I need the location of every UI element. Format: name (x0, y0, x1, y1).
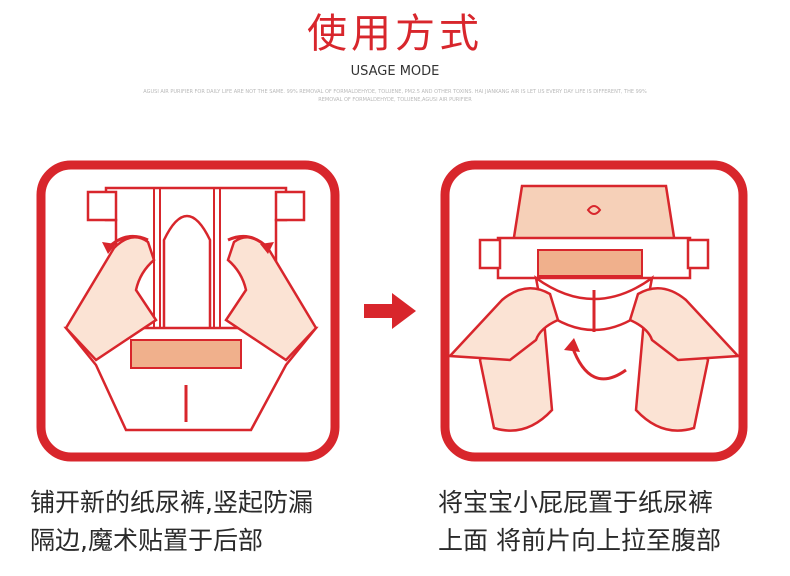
velcro-pad (130, 339, 242, 369)
right-hand-2 (628, 287, 741, 362)
leak-guard (162, 214, 212, 332)
step-1-line-2: 隔边,魔术贴置于后部 (30, 526, 263, 555)
step-1-illustration (36, 160, 340, 462)
step-2-caption: 将宝宝小屁屁置于纸尿裤 上面 将前片向上拉至腹部 (438, 484, 721, 560)
page-title: 使用方式 (307, 11, 483, 57)
fine-print-line-2: REMOVAL OF FORMALDEHYDE, TOLUENE,AGUSI A… (318, 97, 472, 103)
step-2-line-1: 将宝宝小屁屁置于纸尿裤 (438, 488, 714, 517)
page-subtitle: USAGE MODE (350, 64, 440, 79)
next-arrow-icon (364, 293, 416, 329)
step-1-caption: 铺开新的纸尿裤,竖起防漏 隔边,魔术贴置于后部 (30, 484, 313, 560)
step-2-illustration (440, 160, 748, 462)
tab-left (86, 190, 118, 222)
fine-print: AGUSI AIR PURIFIER FOR DAILY LIFE ARE NO… (140, 88, 650, 104)
left-hand (64, 235, 158, 362)
tab-right (274, 190, 306, 222)
fine-print-line-1: AGUSI AIR PURIFIER FOR DAILY LIFE ARE NO… (143, 89, 647, 95)
left-hand-2 (447, 287, 560, 362)
tab-left-2 (478, 238, 502, 270)
lift-arrow (570, 345, 627, 381)
step-2-line-2: 上面 将前片向上拉至腹部 (438, 526, 721, 555)
tab-right-2 (686, 238, 710, 270)
step-1-line-1: 铺开新的纸尿裤,竖起防漏 (30, 488, 313, 517)
velcro-pad-2 (537, 249, 643, 277)
